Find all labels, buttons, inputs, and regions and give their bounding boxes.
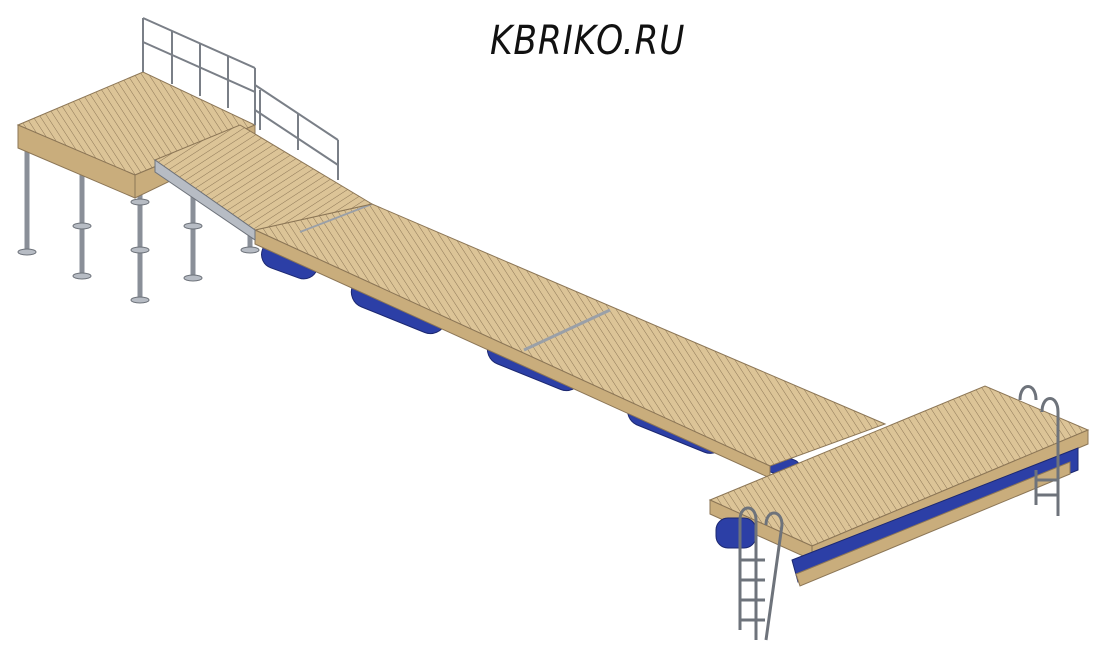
- t-head-platform: [708, 385, 1090, 587]
- main-walkway: [253, 203, 887, 479]
- railing: [142, 17, 339, 180]
- pile-helices: [17, 198, 260, 304]
- gangway-ramp: [153, 124, 374, 241]
- watermark-text: KBRIKO.RU: [490, 18, 686, 64]
- ladder-icon: [738, 385, 1060, 641]
